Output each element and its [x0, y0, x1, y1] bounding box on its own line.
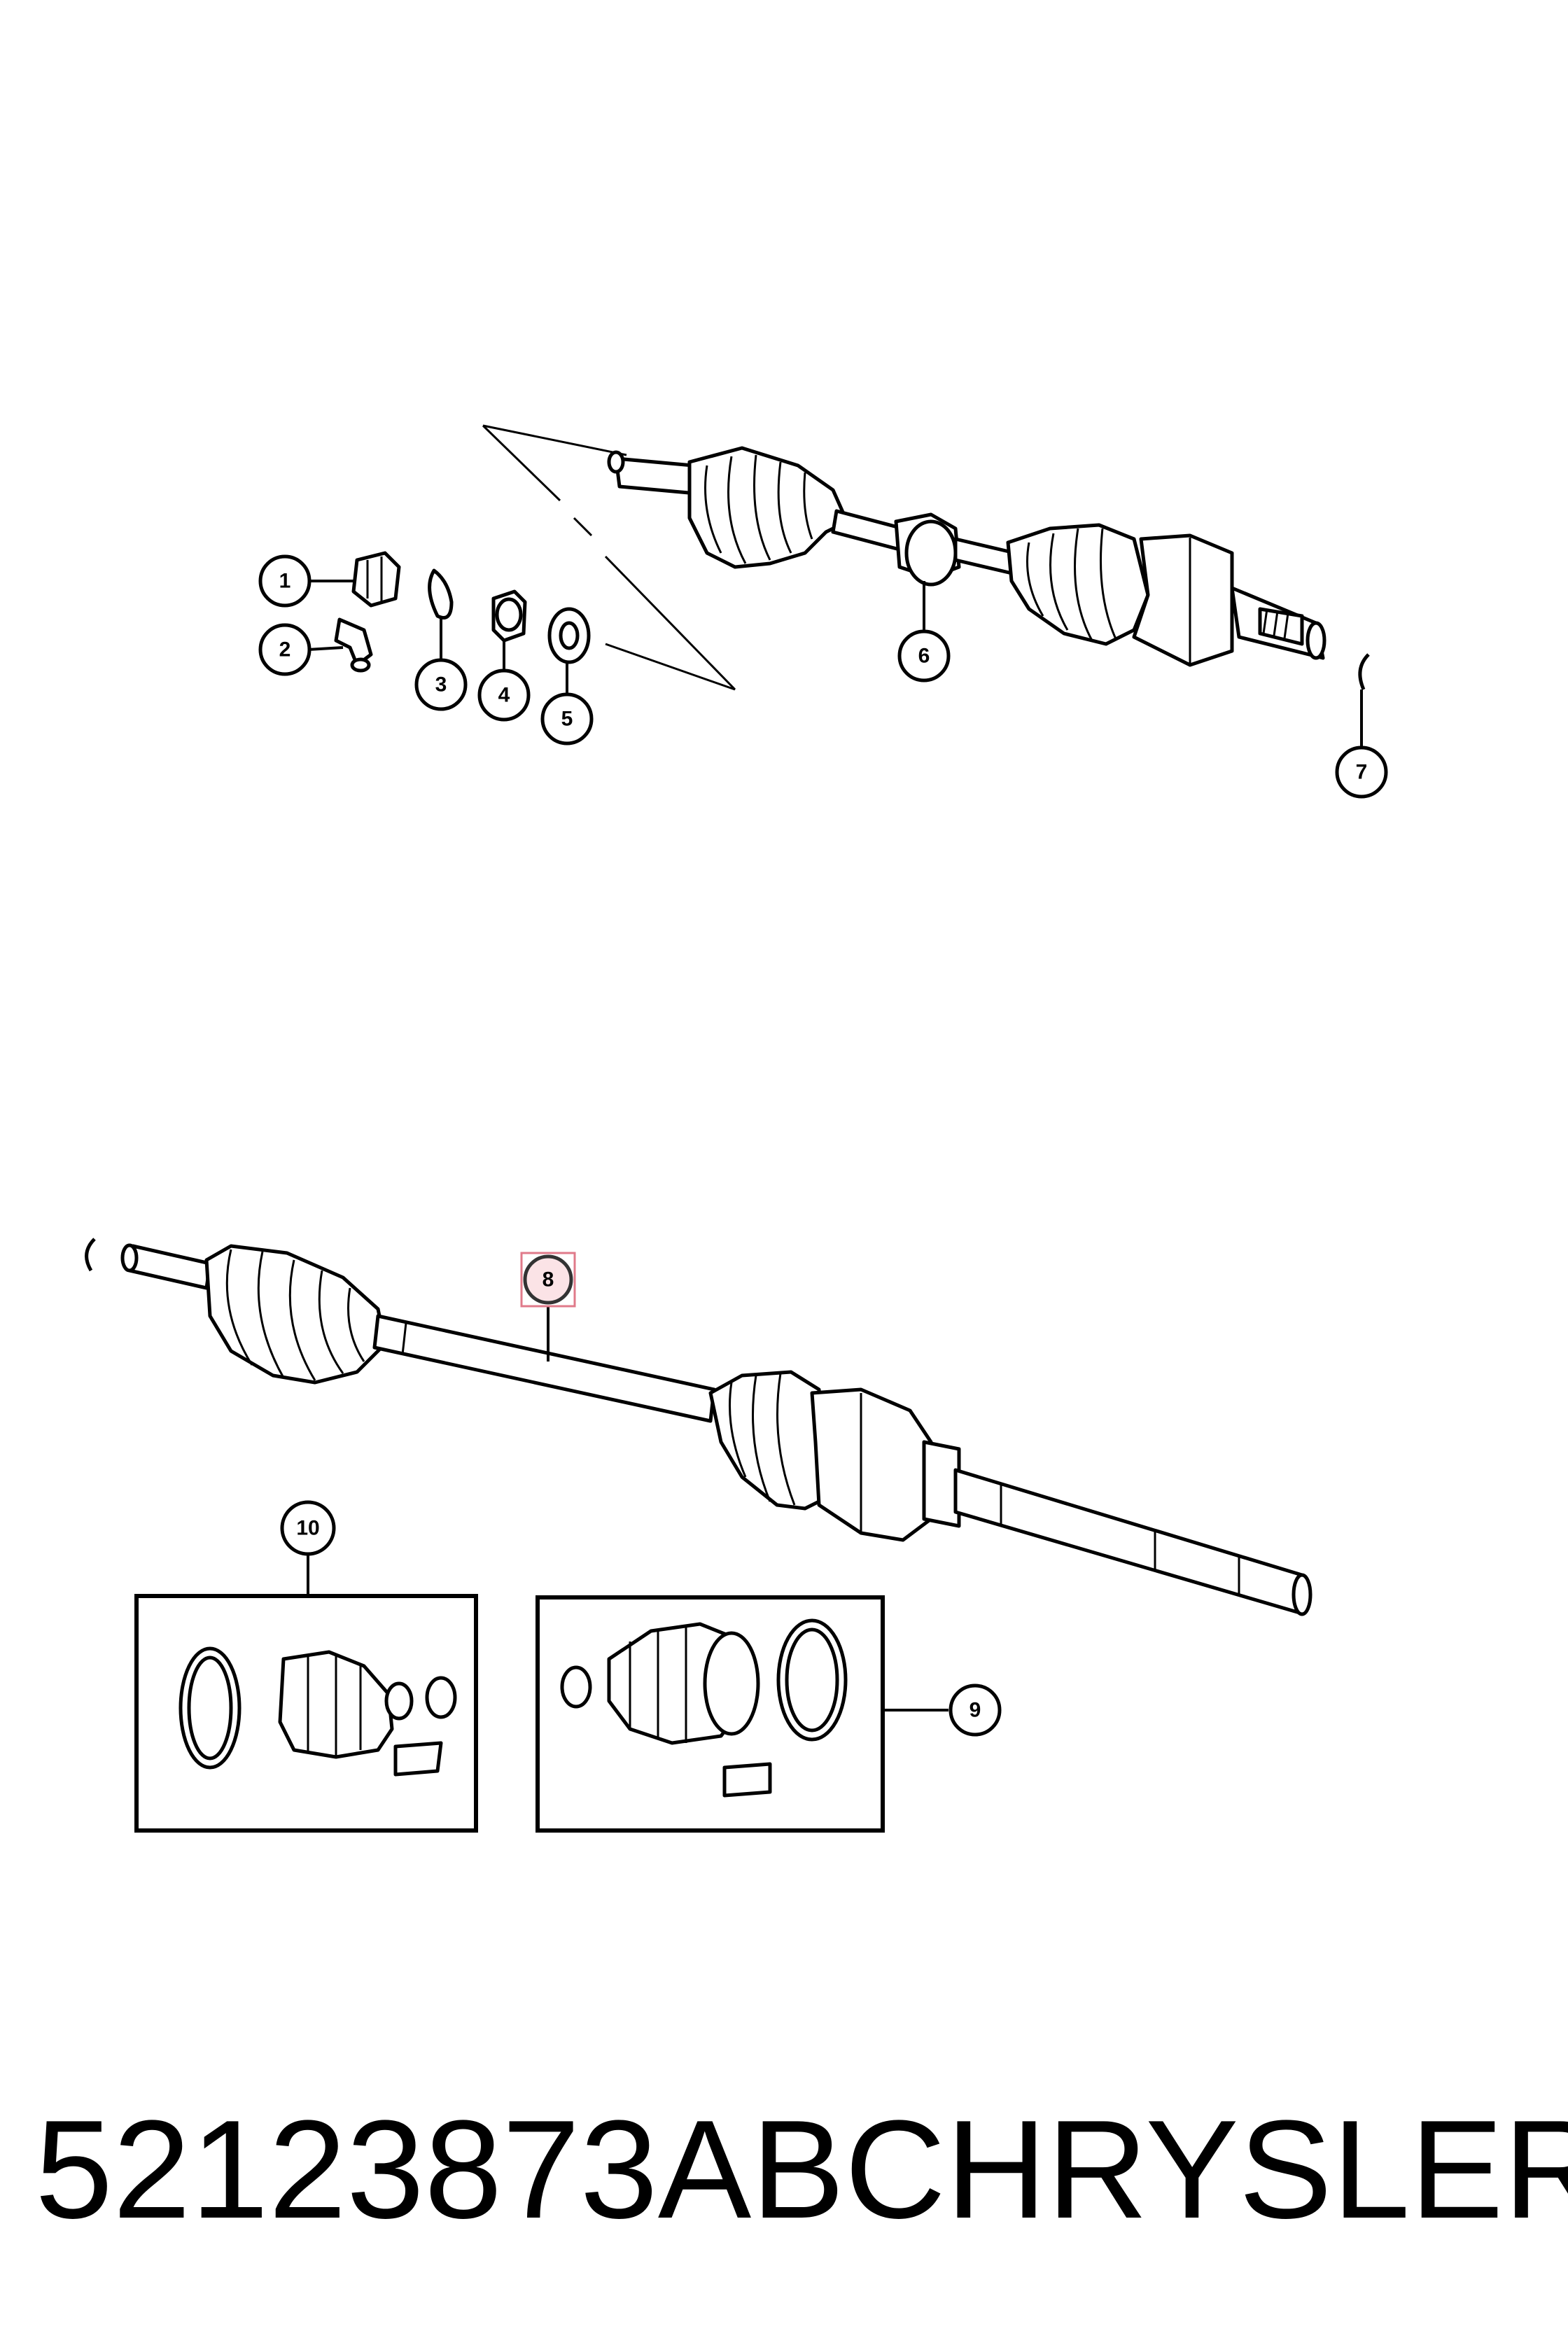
callout-6[interactable]: 6	[897, 629, 951, 682]
brand-name: CHRYSLER	[844, 2092, 1568, 2248]
callout-8-label: 8	[542, 1268, 554, 1292]
part-footer: 52123873AB CHRYSLER	[35, 2086, 1568, 2254]
callout-3-label: 3	[435, 673, 447, 696]
callout-3[interactable]: 3	[414, 658, 468, 711]
callout-9[interactable]: 9	[948, 1684, 1002, 1737]
hex-nut-part	[491, 589, 527, 643]
callout-7[interactable]: 7	[1335, 746, 1388, 799]
callout-1[interactable]: 1	[258, 554, 312, 608]
callout-9-label: 9	[969, 1699, 981, 1722]
callout-10[interactable]: 10	[280, 1500, 336, 1556]
callout-4[interactable]: 4	[477, 668, 531, 722]
lower-drive-shaft-assembly	[85, 1238, 1312, 1616]
callout-2-label: 2	[279, 638, 291, 662]
washer-part	[547, 607, 591, 664]
callout-2[interactable]: 2	[258, 623, 312, 676]
callout-1-label: 1	[279, 570, 291, 593]
callout-5-label: 5	[561, 708, 573, 731]
part-number: 52123873AB	[35, 2092, 845, 2248]
cotter-pin-part	[428, 568, 454, 620]
retainer-clip-part	[334, 617, 373, 673]
boot-kit-inner-box	[536, 1595, 885, 1833]
callout-5[interactable]: 5	[540, 692, 594, 746]
snap-ring-top-part	[1358, 653, 1370, 690]
callout-6-label: 6	[918, 645, 930, 668]
callout-8-highlight-box	[520, 1252, 576, 1308]
callout-7-label: 7	[1356, 761, 1368, 784]
upper-drive-shaft-assembly	[482, 424, 1326, 691]
callout-4-label: 4	[498, 684, 510, 707]
boot-kit-outer-box	[134, 1594, 478, 1833]
callout-10-label: 10	[296, 1517, 319, 1540]
callout-8[interactable]: 8	[520, 1252, 576, 1308]
castle-nut-part	[351, 551, 401, 608]
